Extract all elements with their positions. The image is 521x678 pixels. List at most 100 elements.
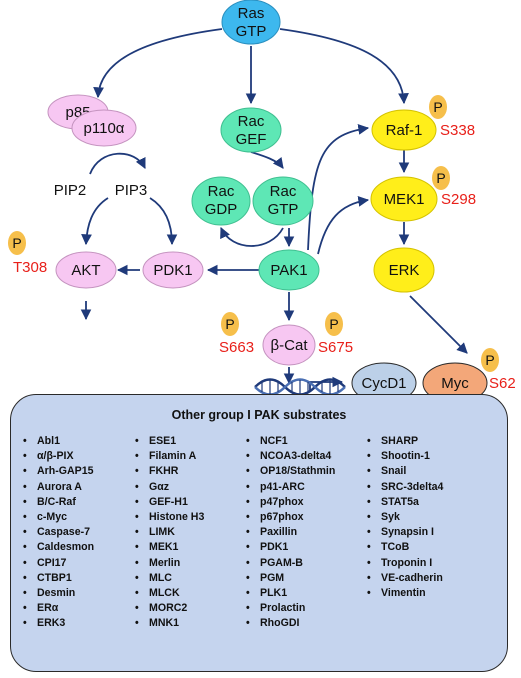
substrate-item: Prolactin: [246, 601, 335, 616]
substrates-column-2: ESE1Filamin AFKHRGαzGEF-H1Histone H3LIMK…: [135, 434, 204, 632]
substrate-item: TCoB: [367, 540, 443, 555]
substrate-item: Filamin A: [135, 449, 204, 464]
svg-text:Ras: Ras: [238, 5, 265, 22]
arrow-ras-to-pi3k: [93, 28, 223, 99]
substrate-item: MLC: [135, 571, 204, 586]
substrate-item: Desmin: [23, 586, 94, 601]
substrate-item: LIMK: [135, 525, 204, 540]
svg-text:AKT: AKT: [71, 262, 100, 279]
betacat-phospho-badge-right: P: [325, 312, 343, 336]
substrates-column-1: Abl1α/β-PIXArh-GAP15Aurora AB/C-Rafc-Myc…: [23, 434, 94, 632]
substrate-item: SRC-3delta4: [367, 480, 443, 495]
substrate-item: PGM: [246, 571, 335, 586]
substrate-item: PDK1: [246, 540, 335, 555]
svg-text:CycD1: CycD1: [361, 375, 406, 392]
substrate-item: ERK3: [23, 616, 94, 631]
svg-text:P: P: [485, 352, 494, 368]
akt-node: AKT: [55, 251, 117, 289]
arrow-ras-to-raf1: [279, 28, 409, 105]
arrow-racgef-to-racgtp: [250, 151, 284, 169]
pdk1-node: PDK1: [142, 251, 204, 289]
substrate-item: FKHR: [135, 464, 204, 479]
arrow-pip3-to-pdk1: [149, 197, 178, 246]
substrate-item: Troponin I: [367, 556, 443, 571]
substrate-item: PGAM-B: [246, 556, 335, 571]
substrate-item: VE-cadherin: [367, 571, 443, 586]
svg-text:GTP: GTP: [236, 23, 267, 40]
svg-text:PAK1: PAK1: [270, 262, 307, 279]
betacat-site-left: S663: [219, 339, 254, 356]
substrate-item: Shootin-1: [367, 449, 443, 464]
substrate-item: Aurora A: [23, 480, 94, 495]
akt-site-label: T308: [13, 259, 47, 276]
svg-text:Rac: Rac: [270, 183, 297, 200]
rac-gtp-node: Rac GTP: [252, 176, 314, 226]
arrow-racgtp-to-racgdp: [220, 227, 284, 247]
substrate-item: NCF1: [246, 434, 335, 449]
arrows: [80, 28, 468, 392]
svg-text:MEK1: MEK1: [384, 191, 425, 208]
substrates-column-3: NCF1NCOA3-delta4OP18/Stathminp41-ARCp47p…: [246, 434, 335, 632]
akt-phospho-badge: P: [8, 231, 26, 255]
svg-text:GTP: GTP: [268, 201, 299, 218]
substrate-item: ERα: [23, 601, 94, 616]
raf1-phospho-badge: P: [429, 95, 447, 119]
raf1-node: Raf-1: [371, 109, 437, 151]
svg-text:ERK: ERK: [389, 262, 420, 279]
pip2-label: PIP2: [54, 182, 87, 199]
substrate-item: Snail: [367, 464, 443, 479]
raf1-site-label: S338: [440, 122, 475, 139]
myc-phospho-badge: P: [481, 348, 499, 372]
svg-text:P: P: [329, 316, 338, 332]
substrate-item: Gαz: [135, 480, 204, 495]
substrate-item: p67phox: [246, 510, 335, 525]
arrow-pip3-to-akt: [81, 197, 109, 246]
substrate-item: c-Myc: [23, 510, 94, 525]
substrate-item: CPI17: [23, 556, 94, 571]
substrate-item: Arh-GAP15: [23, 464, 94, 479]
substrate-item: MLCK: [135, 586, 204, 601]
substrate-item: GEF-H1: [135, 495, 204, 510]
pak-substrates-panel: Other group I PAK substrates Abl1α/β-PIX…: [10, 394, 508, 672]
substrate-item: p47phox: [246, 495, 335, 510]
substrate-item: Paxillin: [246, 525, 335, 540]
substrate-item: Caspase-7: [23, 525, 94, 540]
substrate-item: OP18/Stathmin: [246, 464, 335, 479]
substrate-item: Abl1: [23, 434, 94, 449]
ras-gtp-node: Ras GTP: [221, 0, 281, 45]
svg-text:PDK1: PDK1: [153, 262, 192, 279]
arrow-erk-to-myc: [409, 295, 468, 354]
p110-node: p110α: [71, 109, 137, 147]
svg-text:GEF: GEF: [236, 131, 267, 148]
substrates-title: Other group I PAK substrates: [171, 408, 347, 422]
svg-text:β-Cat: β-Cat: [271, 337, 309, 354]
svg-text:p110α: p110α: [84, 120, 125, 137]
pak1-node: PAK1: [258, 249, 320, 291]
substrate-item: CTBP1: [23, 571, 94, 586]
svg-text:Rac: Rac: [238, 113, 265, 130]
substrate-item: RhoGDI: [246, 616, 335, 631]
mek1-site-label: S298: [441, 191, 476, 208]
mek1-phospho-badge: P: [432, 166, 450, 190]
substrate-item: Histone H3: [135, 510, 204, 525]
mek1-node: MEK1: [370, 176, 438, 222]
myc-site-label: S62: [489, 375, 516, 392]
substrates-column-4: SHARPShootin-1SnailSRC-3delta4STAT5aSykS…: [367, 434, 443, 601]
svg-text:Raf-1: Raf-1: [386, 122, 423, 139]
svg-text:GDP: GDP: [205, 201, 238, 218]
svg-text:P: P: [12, 235, 21, 251]
substrate-item: MORC2: [135, 601, 204, 616]
substrate-item: STAT5a: [367, 495, 443, 510]
substrate-item: Merlin: [135, 556, 204, 571]
svg-text:Rac: Rac: [208, 183, 235, 200]
arrow-pak1-to-raf1: [307, 124, 370, 251]
substrate-item: PLK1: [246, 586, 335, 601]
substrate-item: SHARP: [367, 434, 443, 449]
substrate-item: MNK1: [135, 616, 204, 631]
substrate-item: Synapsin I: [367, 525, 443, 540]
arrow-pak1-to-mek1: [317, 196, 370, 255]
substrate-item: α/β-PIX: [23, 449, 94, 464]
betacat-phospho-badge-left: P: [221, 312, 239, 336]
betacat-node: β-Cat: [262, 324, 316, 366]
svg-text:P: P: [225, 316, 234, 332]
